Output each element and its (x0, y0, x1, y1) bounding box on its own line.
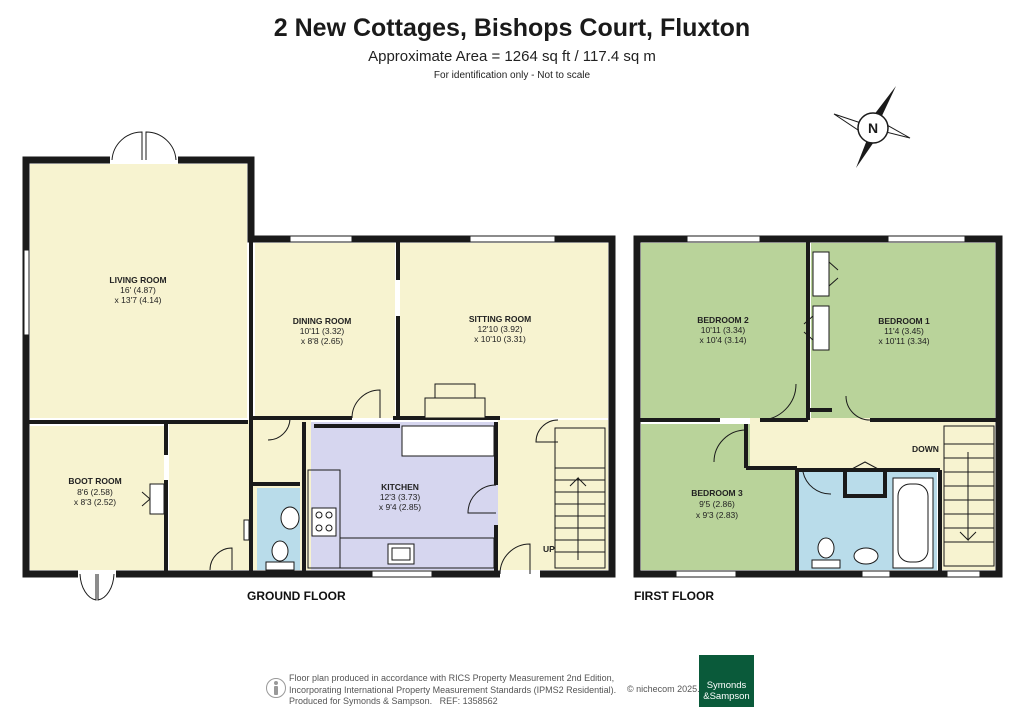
first-stairs (943, 425, 995, 567)
kitchen-units (307, 383, 495, 569)
stairs-down-label: DOWN (912, 444, 939, 454)
room-dim1-boot: 8'6 (2.58) (77, 487, 113, 497)
stair-hall-area (498, 420, 608, 570)
compass-label: N (868, 120, 878, 136)
footer-line-3: Produced for Symonds & Sampson. REF: 135… (289, 696, 616, 708)
room-dim2-bedroom-2: x 10'4 (3.14) (700, 335, 747, 345)
room-name-kitchen: KITCHEN (381, 482, 419, 492)
stairs-up-label: UP (543, 544, 555, 554)
ground-floor-walls (22, 156, 616, 578)
room-dim1-bedroom-2: 10'11 (3.34) (701, 325, 746, 335)
room-dim1-bedroom-1: 11'4 (3.45) (884, 326, 924, 336)
footer-ref: REF: 1358562 (439, 696, 498, 706)
boot-room-area (30, 426, 164, 570)
room-dim2-bedroom-1: x 10'11 (3.34) (878, 336, 929, 346)
room-name-sitting: SITTING ROOM (469, 314, 531, 324)
room-name-bedroom-1: BEDROOM 1 (878, 316, 930, 326)
ground-floor-windows (23, 235, 556, 578)
footer-disclaimer: Floor plan produced in accordance with R… (289, 673, 616, 708)
room-name-bedroom-3: BEDROOM 3 (691, 488, 743, 498)
bedroom-2-area (641, 243, 806, 418)
footer-copyright: © nichecom 2025. (627, 684, 700, 694)
room-dim2-boot: x 8'3 (2.52) (74, 497, 116, 507)
room-dim1-living: 16' (4.87) (120, 285, 156, 295)
room-dim2-living: x 13'7 (4.14) (115, 295, 162, 305)
person-icon (266, 678, 286, 698)
footer-line-1: Floor plan produced in accordance with R… (289, 673, 615, 683)
ground-floor-label: GROUND FLOOR (247, 589, 346, 603)
bathroom-fixtures (811, 477, 934, 569)
ground-stairs (554, 427, 606, 569)
room-name-living: LIVING ROOM (109, 275, 166, 285)
room-dim2-sitting: x 10'10 (3.31) (474, 334, 526, 344)
room-name-boot: BOOT ROOM (68, 476, 121, 486)
bedroom-1-area (811, 243, 995, 418)
boot-room-cupboard (141, 483, 165, 515)
room-dim2-dining: x 8'8 (2.65) (301, 336, 343, 346)
room-dim1-sitting: 12'10 (3.92) (477, 324, 522, 334)
logo-line-1: Symonds (706, 680, 747, 691)
room-name-bedroom-2: BEDROOM 2 (697, 315, 749, 325)
first-floor-doors (713, 383, 881, 495)
scale-note: For identification only - Not to scale (433, 70, 591, 81)
room-dim1-kitchen: 12'3 (3.73) (380, 492, 421, 502)
cloakroom-fixtures (265, 506, 300, 571)
first-floor-windows (675, 235, 981, 578)
room-dim1-bedroom-3: 9'5 (2.86) (699, 499, 735, 509)
first-floor-walls (633, 235, 1003, 578)
room-name-dining: DINING ROOM (293, 316, 352, 326)
dining-room-area (255, 243, 395, 418)
page-title: 2 New Cottages, Bishops Court, Fluxton (273, 14, 751, 42)
room-dim1-dining: 10'11 (3.32) (300, 326, 345, 336)
room-labels: LIVING ROOM 16' (4.87) x 13'7 (4.14) DIN… (68, 275, 930, 520)
ground-floor-internal-walls (26, 239, 500, 574)
room-dim2-kitchen: x 9'4 (2.85) (379, 502, 421, 512)
compass-icon (833, 86, 911, 168)
living-room-area (30, 164, 247, 418)
logo-line-2: &Sampson (703, 691, 750, 702)
agent-logo: Symonds &Sampson (699, 655, 754, 707)
approximate-area: Approximate Area = 1264 sq ft / 117.4 sq… (368, 48, 656, 65)
wardrobes (803, 251, 839, 351)
footer-line-2: Incorporating International Property Mea… (289, 684, 617, 695)
room-dim2-bedroom-3: x 9'3 (2.83) (696, 510, 738, 520)
first-floor-internal-walls (637, 239, 1000, 574)
living-french-doors (79, 131, 559, 601)
footer-produced-for: Produced for Symonds & Sampson. (289, 696, 433, 706)
first-floor-label: FIRST FLOOR (634, 589, 714, 603)
